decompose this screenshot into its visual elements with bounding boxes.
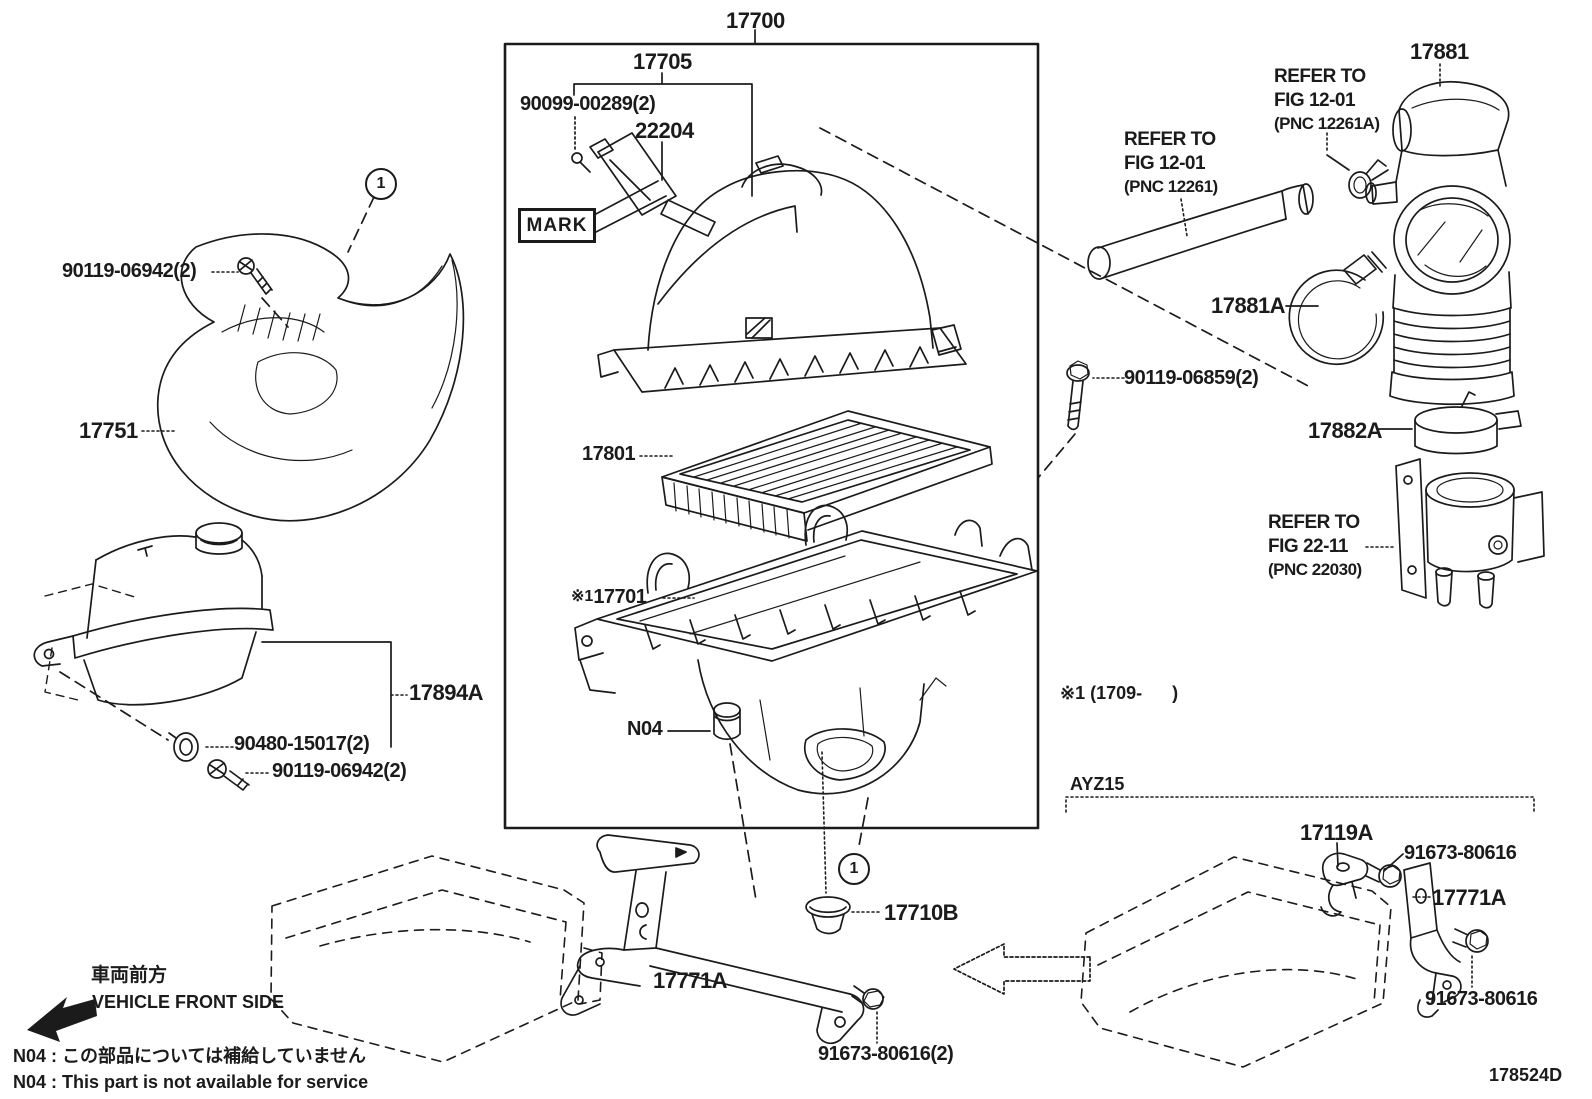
n04-cushion-drawing xyxy=(714,703,740,739)
reservoir-tank-17894A-drawing xyxy=(34,523,273,705)
bolt-90119-06942-upper-drawing xyxy=(238,258,272,294)
hose-pnc-12261-drawing xyxy=(1088,184,1313,279)
part-number: 17701 xyxy=(593,586,647,608)
part-label-17710B: 17710B xyxy=(884,900,959,925)
part-label-17705: 17705 xyxy=(633,49,692,74)
grommet-90480-drawing xyxy=(169,733,198,761)
bolt-90119-06942-lower-drawing xyxy=(208,760,249,790)
part-label-91673-80616-main: 91673-80616(2) xyxy=(818,1043,954,1065)
part-label-91673-80616-a: 91673-80616 xyxy=(1404,842,1517,864)
part-label-n04: N04 xyxy=(627,718,663,740)
bolt-91673-main-drawing xyxy=(852,986,884,1009)
part-label-90119-06942-lower: 90119-06942(2) xyxy=(272,760,407,782)
clamp-17881A-drawing xyxy=(1289,252,1386,364)
refer-line1: REFER TO xyxy=(1268,512,1360,533)
refer-line2: FIG 12-01 xyxy=(1274,89,1356,111)
refer-line3: (PNC 12261) xyxy=(1124,176,1218,196)
clamp-17119A-drawing xyxy=(1321,853,1368,916)
label-tie-lines xyxy=(574,73,752,196)
refer-note-fig1201b: REFER TO FIG 12-01 (PNC 12261) xyxy=(1124,130,1218,196)
part-label-90099-00289: 90099-00289(2) xyxy=(520,93,656,115)
maf-sensor-22204 xyxy=(590,133,715,236)
part-label-17881: 17881 xyxy=(1410,39,1469,64)
part-label-17894A: 17894A xyxy=(409,680,484,705)
dotted-leader-lines xyxy=(142,64,1534,1043)
refer-line1: REFER TO xyxy=(1274,66,1366,87)
air-cleaner-hose-17881-drawing xyxy=(1366,82,1514,404)
refer-line2: FIG 22-11 xyxy=(1268,535,1348,557)
air-cleaner-cap-drawing xyxy=(598,156,966,392)
front-side-label-en: VEHICLE FRONT SIDE xyxy=(92,992,285,1012)
throttle-body-drawing xyxy=(1396,459,1544,608)
part-label-17771A-main: 17771A xyxy=(653,968,728,993)
refer-line1: REFER TO xyxy=(1124,129,1216,150)
direction-arrow-left-icon xyxy=(954,944,1090,994)
air-inlet-duct-17751-drawing xyxy=(158,234,464,521)
part-label-90119-06942-upper: 90119-06942(2) xyxy=(62,260,197,282)
air-cleaner-case-17701-drawing xyxy=(575,505,1037,793)
diagram-code: 178524D xyxy=(1489,1065,1563,1085)
refer-note-fig1201a: REFER TO FIG 12-01 (PNC 12261A) xyxy=(1274,67,1380,133)
bolt-91673-right-upper-drawing xyxy=(1366,863,1401,887)
bolt-91673-right-lower-drawing xyxy=(1453,929,1488,952)
clamp-17882A-drawing xyxy=(1415,392,1521,454)
part-label-90480-15017: 90480-15017(2) xyxy=(234,733,370,755)
bolt-90119-06859-drawing xyxy=(1067,361,1089,429)
mark-callout-lines xyxy=(594,181,666,233)
grommet-17710B-drawing xyxy=(806,897,850,934)
mark-callout-box: MARK xyxy=(518,208,596,243)
note-prefix: ※1 xyxy=(571,588,594,605)
refer-note-fig2211: REFER TO FIG 22-11 (PNC 22030) xyxy=(1268,513,1362,579)
part-label-17771A-right: 17771A xyxy=(1432,885,1507,910)
refer-line2: FIG 12-01 xyxy=(1124,152,1206,174)
air-filter-17801-drawing xyxy=(662,411,992,541)
screw-90099 xyxy=(572,153,590,172)
clamp-pnc-12261A-drawing xyxy=(1349,160,1388,198)
part-label-17881A: 17881A xyxy=(1211,293,1286,318)
part-label-90119-06859: 90119-06859(2) xyxy=(1124,367,1259,389)
part-label-17751: 17751 xyxy=(79,418,138,443)
engine-cover-right-drawing xyxy=(1081,857,1391,1067)
main-assembly-box xyxy=(505,30,1038,828)
part-label-91673-80616-b: 91673-80616 xyxy=(1425,988,1538,1010)
dashed-construction-lines xyxy=(60,128,1312,900)
bracket-17771A-right-drawing xyxy=(1404,863,1461,1017)
part-label-17701: ※117701 xyxy=(571,586,647,608)
vehicle-front-arrow-icon xyxy=(27,997,97,1042)
part-label-17119A: 17119A xyxy=(1300,820,1373,845)
part-label-17882A: 17882A xyxy=(1308,418,1383,443)
solid-leader-lines xyxy=(262,155,1412,871)
applicability-note: ※1 (1709- ) xyxy=(1060,683,1179,703)
refer-line3: (PNC 12261A) xyxy=(1274,113,1380,133)
part-label-17700: 17700 xyxy=(726,8,785,33)
variant-code-label: AYZ15 xyxy=(1070,774,1125,794)
part-label-17801: 17801 xyxy=(582,443,636,465)
front-side-label-jp: 車両前方 xyxy=(91,965,168,986)
callout-circle-1-lower: 1 xyxy=(838,853,870,885)
n04-note-en: N04 : This part is not available for ser… xyxy=(13,1072,369,1092)
callout-circle-1-upper: 1 xyxy=(365,168,397,200)
part-label-22204: 22204 xyxy=(635,118,694,143)
bracket-17771A-main-drawing xyxy=(561,835,863,1043)
refer-line3: (PNC 22030) xyxy=(1268,559,1362,579)
engine-cover-left-drawing xyxy=(271,856,602,1062)
n04-note-jp: N04 : この部品については補給していません xyxy=(13,1046,367,1066)
